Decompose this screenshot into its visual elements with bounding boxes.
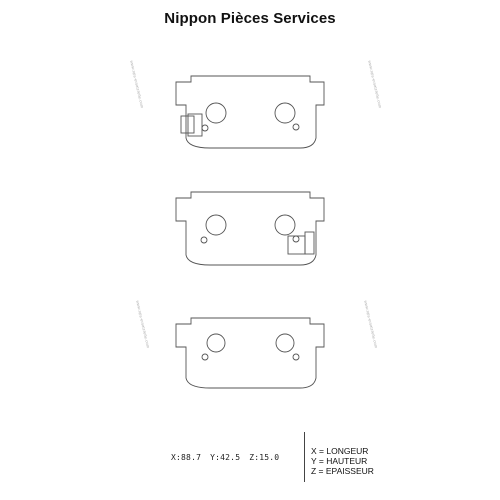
- dimension-values: X:88.7 Y:42.5 Z:15.0: [171, 453, 288, 462]
- brake-pad-1: [175, 75, 325, 149]
- legend-z: Z = EPAISSEUR: [311, 466, 374, 476]
- legend-x: X = LONGEUR: [311, 446, 369, 456]
- dimension-z: Z:15.0: [249, 453, 280, 462]
- page-title: Nippon Pièces Services: [164, 10, 336, 27]
- dimension-x: X:88.7: [171, 453, 202, 462]
- brake-pad-2: [175, 191, 325, 266]
- dimension-y: Y:42.5: [210, 453, 241, 462]
- divider: [304, 432, 305, 482]
- brake-pad-3: [175, 317, 325, 389]
- legend-y: Y = HAUTEUR: [311, 456, 368, 466]
- dimension-legend: X = LONGEUR Y = HAUTEUR Z = EPAISSEUR: [311, 446, 374, 476]
